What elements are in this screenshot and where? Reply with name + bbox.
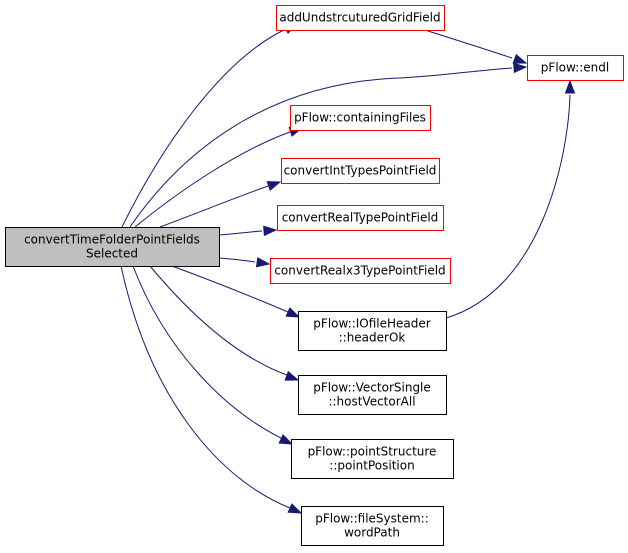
node-box: [291, 439, 454, 479]
node-box: [270, 258, 451, 284]
edge-line: [218, 257, 256, 263]
edge-line: [129, 67, 513, 228]
edge-line: [120, 265, 291, 509]
node-label: ::pointPosition: [329, 459, 414, 473]
edge-line: [121, 28, 287, 228]
node-pointPosition[interactable]: pFlow::pointStructure::pointPosition: [291, 439, 454, 479]
node-box: [276, 5, 445, 31]
edge-root-to-wordPath: [120, 265, 303, 514]
arrowhead: [263, 225, 278, 237]
edge-root-to-addUnstructuredGridField: [121, 23, 299, 228]
arrowhead: [255, 257, 271, 268]
edge-root-to-convertIntTypes: [159, 181, 282, 228]
node-box: [298, 311, 447, 351]
edge-line: [132, 265, 282, 439]
node-label: pFlow::containingFiles: [294, 111, 426, 125]
node-box: [290, 105, 431, 131]
node-label: pFlow::VectorSingle: [313, 381, 431, 395]
node-box: [527, 55, 624, 81]
node-wordPath[interactable]: pFlow::fileSystem::wordPath: [301, 506, 444, 546]
edges: [120, 23, 576, 514]
node-box: [5, 227, 220, 267]
node-addUnstructuredGridField[interactable]: addUndstrcuturedGridField: [276, 5, 445, 31]
edge-root-to-convertRealType: [218, 225, 278, 237]
edge-line: [159, 185, 269, 228]
edge-line: [149, 265, 288, 376]
node-containingFiles[interactable]: pFlow::containingFiles: [290, 105, 431, 131]
node-convertRealx3Type[interactable]: convertRealx3TypePointField: [270, 258, 451, 284]
node-label: pFlow::IOfileHeader: [313, 317, 430, 331]
node-label: addUndstrcuturedGridField: [279, 11, 440, 25]
node-label: convertTimeFolderPointFields: [24, 233, 200, 247]
edge-headerOk-to-endl: [445, 79, 576, 319]
node-label: convertRealx3TypePointField: [274, 264, 445, 278]
node-label: pFlow::endl: [541, 61, 609, 75]
node-hostVectorAll[interactable]: pFlow::VectorSingle::hostVectorAll: [298, 375, 447, 415]
node-box: [277, 205, 444, 231]
node-headerOk[interactable]: pFlow::IOfileHeader::headerOk: [298, 311, 447, 351]
edge-line: [218, 230, 263, 236]
node-label: pFlow::fileSystem::: [315, 512, 429, 526]
edge-root-to-endl: [129, 62, 528, 228]
edge-line: [134, 131, 291, 228]
node-label: ::headerOk: [339, 331, 406, 345]
arrowhead: [266, 181, 282, 192]
node-label: wordPath: [344, 526, 400, 540]
node-label: convertRealTypePointField: [282, 211, 439, 225]
arrowhead: [287, 503, 303, 514]
arrowhead: [513, 62, 528, 74]
node-convertRealType[interactable]: convertRealTypePointField: [277, 205, 444, 231]
node-label: convertIntTypesPointField: [284, 164, 437, 178]
node-convertIntTypes[interactable]: convertIntTypesPointField: [281, 158, 440, 184]
edge-line: [424, 29, 513, 59]
node-box: [298, 375, 447, 415]
arrowhead: [512, 53, 528, 64]
edge-addUnstructuredGridField-to-endl: [424, 29, 528, 64]
edge-root-to-convertRealx3Type: [218, 257, 271, 268]
node-box: [281, 158, 440, 184]
edge-line: [445, 94, 571, 319]
edge-line: [171, 265, 289, 313]
node-label: Selected: [86, 247, 138, 261]
arrowhead: [285, 307, 301, 318]
arrowhead: [564, 79, 576, 94]
arrowhead: [278, 433, 294, 445]
edge-root-to-hostVectorAll: [149, 265, 300, 381]
arrowhead: [284, 370, 300, 381]
node-endl[interactable]: pFlow::endl: [527, 55, 624, 81]
node-label: ::hostVectorAll: [328, 395, 415, 409]
edge-root-to-headerOk: [171, 265, 301, 318]
edge-root-to-pointPosition: [132, 265, 294, 445]
node-label: pFlow::pointStructure: [308, 445, 437, 459]
node-box: [301, 506, 444, 546]
